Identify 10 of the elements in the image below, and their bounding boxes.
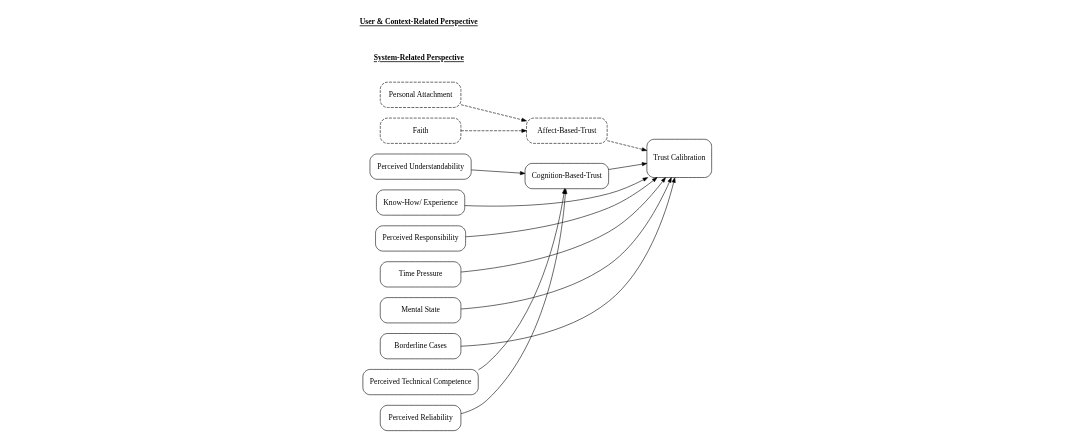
arrow xyxy=(471,169,526,175)
arrow xyxy=(460,177,672,310)
arrow xyxy=(464,177,648,207)
arrow xyxy=(465,177,658,238)
arrow xyxy=(460,177,676,347)
arrow xyxy=(460,104,527,122)
arrow xyxy=(608,162,648,170)
arrow xyxy=(607,140,648,152)
arrow xyxy=(460,177,666,273)
arrow xyxy=(460,128,527,133)
